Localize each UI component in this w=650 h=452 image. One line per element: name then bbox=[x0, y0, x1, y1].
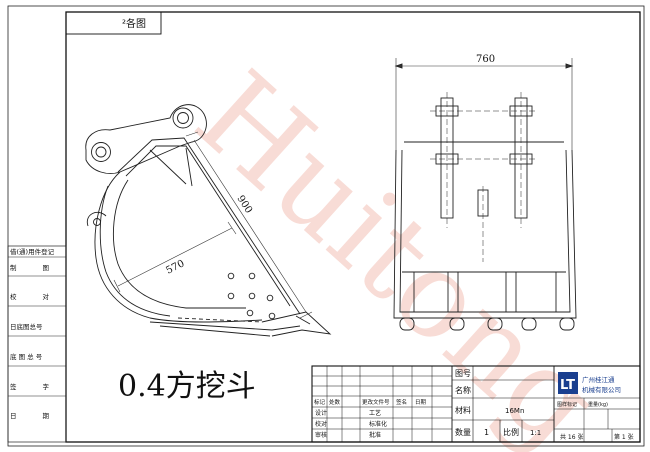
drawing-no-label: 图号 bbox=[455, 369, 471, 378]
rev-header-date: 日期 bbox=[415, 399, 427, 406]
material-label: 材料 bbox=[455, 405, 471, 415]
front-view bbox=[393, 58, 577, 331]
scale-label: 比例 bbox=[503, 427, 519, 437]
outer-border bbox=[7, 5, 645, 447]
name-label: 名称 bbox=[455, 385, 471, 395]
role-design: 设计 bbox=[315, 409, 327, 417]
margin-label-date: 日 期 bbox=[10, 412, 50, 420]
rev-header-docno: 更改文件号 bbox=[362, 398, 390, 406]
margin-label-borrow: 借(通)用件登记 bbox=[10, 247, 55, 256]
margin-label-date-base: 日底图总号 bbox=[10, 322, 43, 331]
left-margin-table: 借(通)用件登记 制 图 校 对 日底图总号 底 图 总 号 签 字 日 期 bbox=[7, 245, 67, 443]
rev-header-mark: 标记 bbox=[314, 398, 326, 406]
role-review: 审核 bbox=[315, 431, 327, 439]
scale-value: 1:1 bbox=[530, 429, 541, 437]
material-value: 16Mn bbox=[505, 407, 524, 415]
title-block bbox=[311, 365, 641, 443]
side-view bbox=[85, 104, 332, 337]
corner-stamp-box bbox=[65, 11, 162, 35]
margin-label-draw: 制 图 bbox=[10, 263, 49, 272]
sheet-label: 第 1 张 bbox=[614, 433, 634, 441]
approval-approve: 批准 bbox=[369, 431, 381, 439]
dim-760-label: 760 bbox=[476, 54, 495, 65]
rev-header-count: 处数 bbox=[329, 398, 341, 406]
company-logo: LT bbox=[558, 372, 578, 394]
part-title: 0.4方挖斗 bbox=[118, 369, 256, 404]
approval-standard: 标准化 bbox=[369, 420, 387, 428]
dimension-570 bbox=[113, 221, 237, 293]
quantity-label: 数量 bbox=[455, 427, 471, 437]
sheets-label: 共 16 张 bbox=[560, 433, 583, 441]
company-name-line1: 广州桂江通 bbox=[582, 375, 615, 384]
approval-process: 工艺 bbox=[369, 409, 381, 417]
margin-label-check: 校 对 bbox=[10, 292, 50, 301]
corner-stamp: ²各图 bbox=[122, 17, 146, 30]
dimension-900 bbox=[185, 131, 313, 319]
margin-label-base-no: 底 图 总 号 bbox=[10, 352, 43, 361]
quantity-value: 1 bbox=[484, 428, 489, 437]
company-logo-mark: LT bbox=[560, 378, 575, 393]
rev-header-sign: 签名 bbox=[396, 398, 407, 406]
weight-label: 重量(kg) bbox=[588, 401, 608, 408]
company-name-line2: 机械有限公司 bbox=[582, 385, 621, 394]
stage-label: 图样标记 bbox=[557, 401, 577, 408]
margin-label-sign: 签 字 bbox=[10, 382, 50, 391]
role-check: 校对 bbox=[315, 420, 327, 428]
